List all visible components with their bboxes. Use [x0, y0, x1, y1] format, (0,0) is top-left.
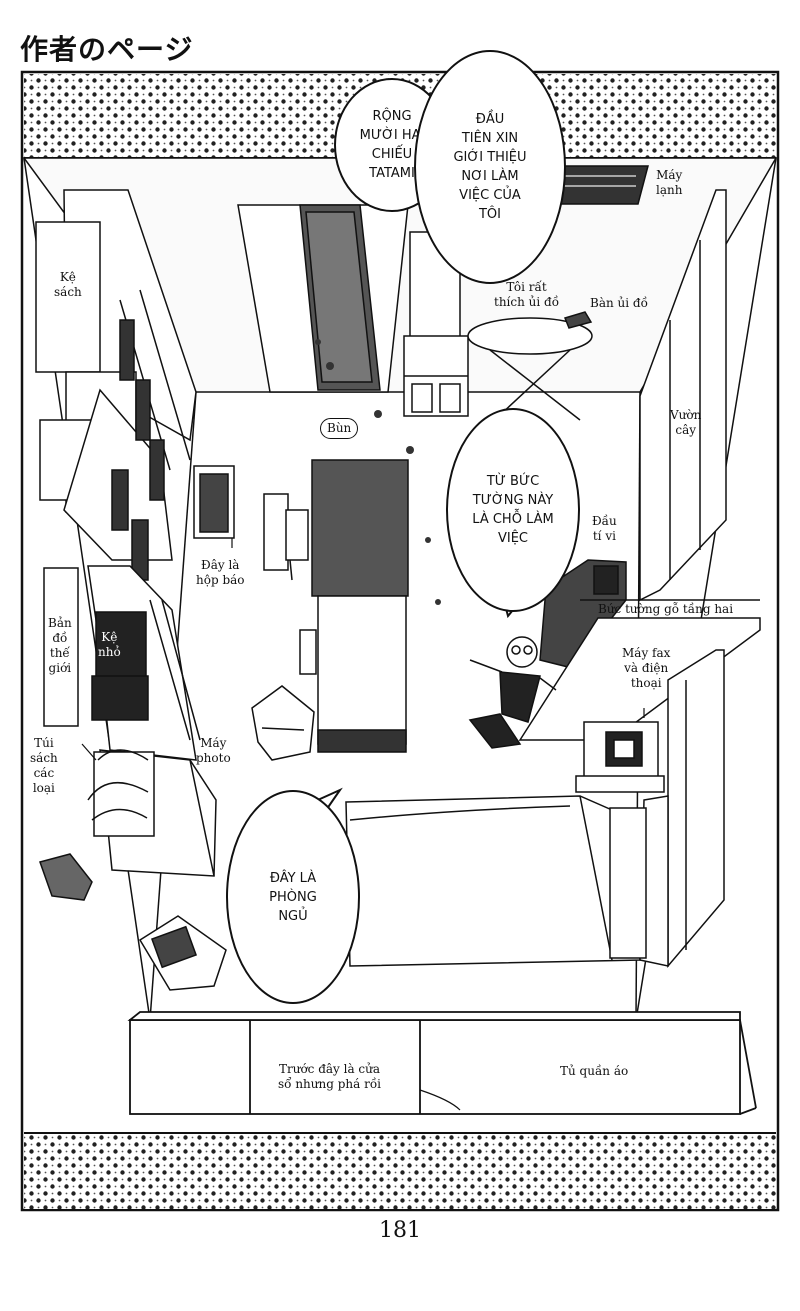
label-aircon: Máy lạnh [656, 168, 683, 197]
label-ironing-board: Bàn ủi đồ [590, 296, 648, 310]
label-bun: Bùn [320, 418, 359, 439]
label-wardrobe: Tủ quần áo [560, 1064, 629, 1078]
label-second-floor-wall: Bức tường gỗ tầng hai [598, 602, 734, 616]
label-newspaper-box: Đây là hộp báo [196, 558, 245, 587]
page-header-title: 作者のページ [20, 33, 194, 66]
label-small-shelf: Kệ nhỏ [98, 630, 121, 659]
label-fax-phone: Máy fax và điện thoại [622, 646, 671, 690]
label-bags: Túi sách các loại [30, 736, 58, 795]
bubble-workplace: TỪ BỨC TƯỜNG NÀY LÀ CHỖ LÀM VIỆC [446, 408, 580, 612]
page-number: 181 [379, 1218, 421, 1243]
label-like-ironing: Tôi rất thích ủi đồ [494, 280, 560, 309]
label-tv: Đầu tí vi [592, 514, 617, 543]
label-window-note: Trước đây là cửa sổ nhưng phá rồi [278, 1062, 382, 1091]
label-world-map: Bản đồ thế giới [48, 616, 72, 675]
bubble-bedroom: ĐÂY LÀ PHÒNG NGỦ [226, 790, 360, 1004]
label-garden: Vườn cây [670, 408, 702, 437]
label-bookshelf: Kệ sách [54, 270, 82, 299]
label-copier: Máy photo [196, 736, 231, 765]
bottom-pattern-band [24, 1133, 776, 1209]
bubble-intro: ĐẦU TIÊN XIN GIỚI THIỆU NƠI LÀM VIỆC CỦA… [414, 50, 566, 284]
